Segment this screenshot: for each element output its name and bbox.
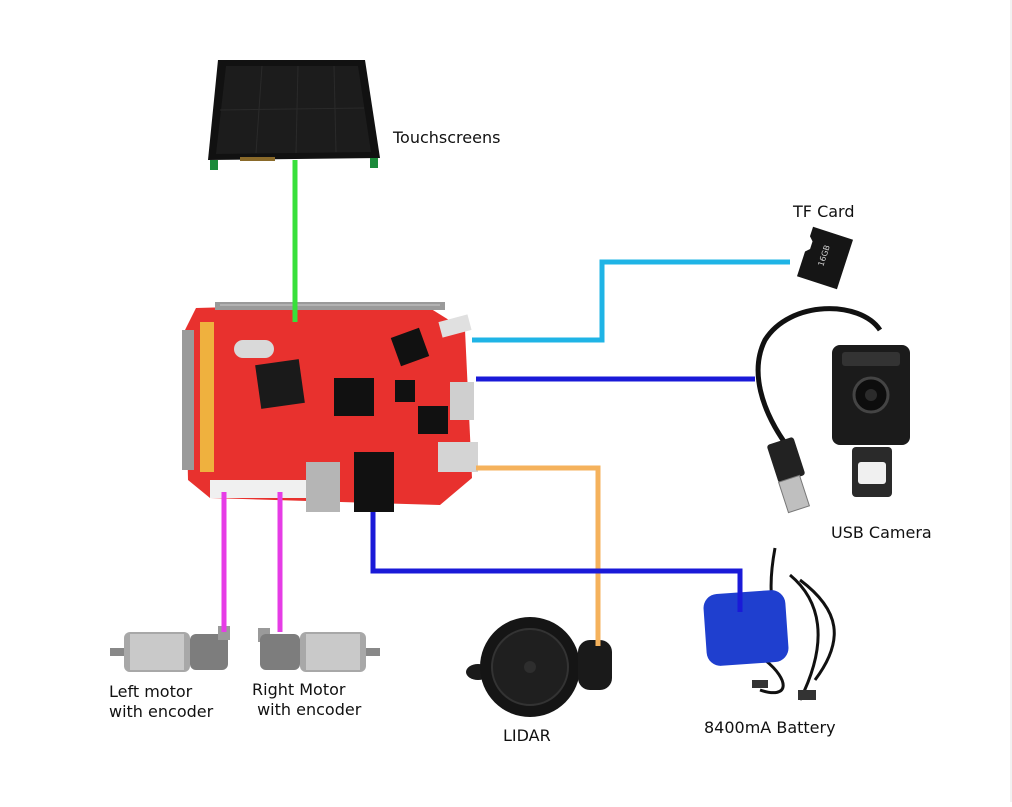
touchscreens-label: Touchscreens	[393, 128, 501, 147]
battery-device	[703, 547, 836, 701]
touchscreen-device	[208, 60, 380, 170]
battery-link	[370, 512, 743, 612]
battery-label: 8400mA Battery	[704, 718, 836, 737]
tf-card-device: 16GB	[796, 226, 854, 290]
left-motor-label: Left motor with encoder	[109, 682, 214, 721]
usb-camera-label: USB Camera	[831, 523, 932, 542]
tf-card-link	[472, 259, 790, 343]
right-motor-device	[258, 628, 380, 672]
connections	[221, 160, 790, 646]
lidar-link	[476, 465, 601, 646]
left-motor-device	[110, 626, 230, 672]
lidar-device	[466, 617, 612, 717]
lidar-label: LIDAR	[503, 726, 551, 745]
tf-card-label: TF Card	[793, 202, 855, 221]
page-edge	[1010, 0, 1012, 802]
controller-board	[182, 302, 478, 512]
right-motor-label: Right Motor with encoder	[252, 680, 362, 719]
usb-camera-device	[755, 306, 910, 514]
